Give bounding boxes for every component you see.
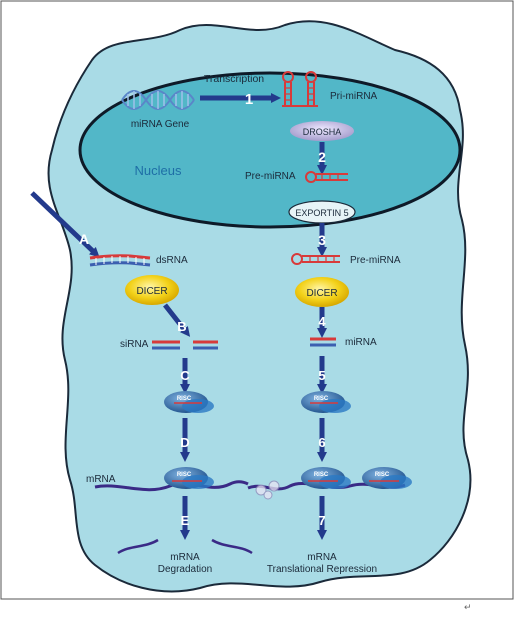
dna-helix-icon — [121, 90, 195, 110]
transcription-label: Transcription — [204, 73, 264, 85]
risc-far-right-label: RISC — [375, 472, 390, 478]
step-4-label: 4 — [318, 314, 326, 329]
step-d-label: D — [180, 435, 189, 450]
dicer-right-label: DICER — [306, 288, 337, 299]
step-1-label: 1 — [245, 91, 253, 108]
degraded-mrna-icon — [117, 538, 253, 555]
risc-right-bound-label: RISC — [314, 472, 329, 478]
step-a-label: A — [79, 231, 89, 247]
mirna-gene-label: miRNA Gene — [131, 119, 190, 130]
sirna-icon — [152, 340, 218, 350]
dicer-left-label: DICER — [136, 286, 167, 297]
pre-mirna-hairpin-icon — [305, 171, 348, 183]
drosha-label: DROSHA — [303, 127, 342, 137]
step-b-arrow — [163, 303, 191, 337]
mirna-duplex-icon — [310, 337, 336, 347]
sirna-label: siRNA — [120, 339, 149, 350]
risc-left-bound-label: RISC — [177, 472, 192, 478]
mirna-label: miRNA — [345, 337, 377, 348]
step-5-label: 5 — [318, 368, 325, 383]
step-7-label: 7 — [318, 513, 325, 528]
risc-right-complex: RISC — [301, 391, 351, 413]
step-c-label: C — [180, 368, 190, 383]
mrna-left-label: mRNA — [86, 474, 116, 485]
repression-line1: mRNA — [307, 552, 337, 563]
risc-right-label: RISC — [314, 396, 329, 402]
pre-mirna-nucleus-label: Pre-miRNA — [245, 171, 296, 182]
degradation-line2: Degradation — [158, 564, 212, 575]
step-a-arrow — [30, 191, 100, 258]
nucleus-label: Nucleus — [135, 163, 182, 178]
step-3-label: 3 — [318, 232, 326, 248]
pre-mirna-cyto-label: Pre-miRNA — [350, 255, 401, 266]
degradation-line1: mRNA — [170, 552, 200, 563]
risc-left-label: RISC — [177, 396, 192, 402]
step-b-label: B — [177, 319, 186, 334]
nucleus — [78, 71, 462, 229]
dicer-left-enzyme — [125, 275, 179, 305]
dicer-right-enzyme — [295, 277, 349, 307]
ribosome-icon — [255, 480, 280, 500]
exportin-label: EXPORTIN 5 — [295, 208, 348, 218]
pri-mirna-label: Pri-miRNA — [330, 91, 378, 102]
step-e-label: E — [181, 513, 190, 528]
risc-right-bound-complex: RISC — [301, 467, 351, 489]
pri-mirna-hairpin-icon — [282, 71, 318, 107]
dsrna-label: dsRNA — [156, 255, 188, 266]
step-2-label: 2 — [318, 149, 326, 165]
dsrna-icon — [89, 254, 151, 267]
risc-left-complex: RISC — [164, 391, 214, 413]
return-mark-icon: ↵ — [464, 602, 472, 612]
risc-far-right-complex: RISC — [362, 467, 412, 489]
drosha-enzyme — [290, 121, 354, 141]
risc-left-bound-complex: RISC — [164, 467, 214, 489]
repression-line2: Translational Repression — [267, 564, 377, 575]
pre-mirna-cyto-hairpin-icon — [291, 253, 340, 265]
step-6-label: 6 — [318, 435, 325, 450]
